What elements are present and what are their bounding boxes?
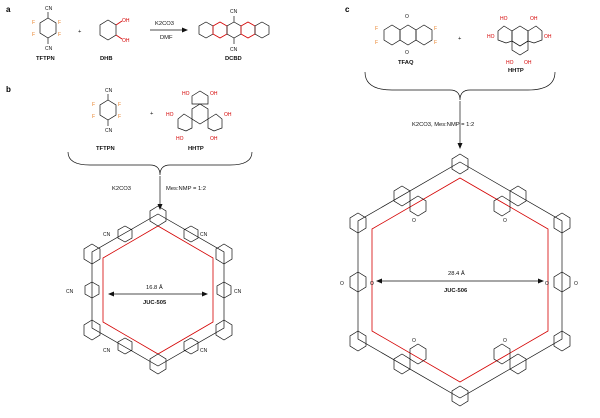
tftpn-molecule-a: CN CN F F F F	[32, 6, 61, 52]
svg-text:CN: CN	[200, 348, 208, 354]
svg-text:OH: OH	[544, 34, 552, 40]
conditions-c: K2CO3, Mes:NMP = 1:2	[412, 122, 474, 128]
svg-text:F: F	[375, 26, 378, 32]
svg-text:F: F	[92, 114, 95, 120]
plus-b: +	[150, 111, 154, 117]
svg-text:F: F	[32, 32, 35, 38]
tftpn-label-b: TFTPN	[96, 146, 115, 152]
conditions-b-solvent: Mes:NMP = 1:2	[166, 186, 206, 192]
hhtp-molecule-c: HO OH HO OH HO OH	[487, 16, 552, 66]
svg-text:F: F	[434, 40, 437, 46]
svg-text:F: F	[118, 102, 121, 108]
svg-text:O: O	[412, 218, 416, 224]
hhtp-label-b: HHTP	[188, 146, 204, 152]
panel-c-label: c	[345, 5, 350, 14]
svg-text:O: O	[405, 50, 409, 56]
svg-text:HO: HO	[166, 112, 174, 118]
svg-text:CN: CN	[105, 88, 113, 94]
conditions-a-top: K2CO3	[155, 21, 174, 27]
svg-text:F: F	[58, 32, 61, 38]
conditions-a-bottom: DMF	[160, 35, 173, 41]
tftpn-label-a: TFTPN	[36, 56, 55, 62]
panel-b-label: b	[6, 85, 11, 94]
framework-b-label: JUC-505	[143, 300, 167, 306]
svg-text:OH: OH	[210, 136, 218, 142]
svg-text:OH: OH	[224, 112, 232, 118]
pore-size-b: 16.8 Å	[146, 284, 163, 291]
svg-text:CN: CN	[45, 6, 53, 12]
svg-text:HO: HO	[500, 16, 508, 22]
svg-text:F: F	[58, 20, 61, 26]
svg-text:O: O	[340, 281, 344, 287]
svg-text:O: O	[574, 281, 578, 287]
svg-text:CN: CN	[200, 232, 208, 238]
svg-text:F: F	[375, 40, 378, 46]
svg-text:CN: CN	[230, 9, 238, 15]
svg-text:F: F	[32, 20, 35, 26]
pore-size-c: 28.4 Å	[448, 270, 465, 277]
tfaq-molecule: O O F F F F	[375, 14, 437, 56]
brace-c	[364, 71, 556, 101]
svg-text:OH: OH	[210, 91, 218, 97]
hhtp-label-c: HHTP	[508, 68, 524, 74]
tftpn-molecule-b: CN CN F F F F	[92, 88, 121, 134]
svg-text:OH: OH	[530, 16, 538, 22]
svg-text:CN: CN	[103, 232, 111, 238]
juc-505-framework: CN CN CN CN CN CN	[66, 205, 242, 375]
conditions-b-base: K2CO3	[112, 186, 131, 192]
svg-text:O: O	[370, 281, 374, 287]
plus-a: +	[78, 29, 82, 35]
svg-text:O: O	[412, 338, 416, 344]
svg-text:HO: HO	[506, 60, 514, 66]
juc-506-framework: O O O O O O O O	[340, 153, 578, 407]
svg-text:CN: CN	[105, 128, 113, 134]
svg-text:F: F	[92, 102, 95, 108]
svg-text:CN: CN	[45, 46, 53, 52]
svg-text:O: O	[503, 338, 507, 344]
dhb-label: DHB	[100, 56, 113, 62]
plus-c: +	[458, 36, 462, 42]
svg-text:CN: CN	[230, 47, 238, 53]
svg-text:CN: CN	[234, 289, 242, 295]
brace-b	[67, 151, 253, 176]
panel-a-label: a	[6, 5, 11, 14]
dcbd-molecule: CN CN	[198, 9, 270, 53]
svg-text:O: O	[405, 14, 409, 20]
svg-text:CN: CN	[103, 348, 111, 354]
svg-text:HO: HO	[176, 136, 184, 142]
svg-text:OH: OH	[122, 38, 130, 44]
hhtp-molecule-b: HO OH HO OH HO OH	[166, 90, 232, 142]
svg-text:F: F	[118, 114, 121, 120]
framework-c-label: JUC-506	[444, 288, 468, 294]
svg-text:OH: OH	[122, 18, 130, 24]
tfaq-label: TFAQ	[398, 60, 414, 66]
svg-text:CN: CN	[66, 289, 74, 295]
svg-text:F: F	[434, 26, 437, 32]
svg-text:O: O	[503, 218, 507, 224]
dhb-molecule: OH OH	[99, 18, 130, 44]
svg-text:HO: HO	[487, 34, 495, 40]
svg-text:HO: HO	[182, 91, 190, 97]
svg-text:O: O	[545, 281, 549, 287]
svg-text:OH: OH	[524, 60, 532, 66]
dcbd-label: DCBD	[225, 56, 242, 62]
